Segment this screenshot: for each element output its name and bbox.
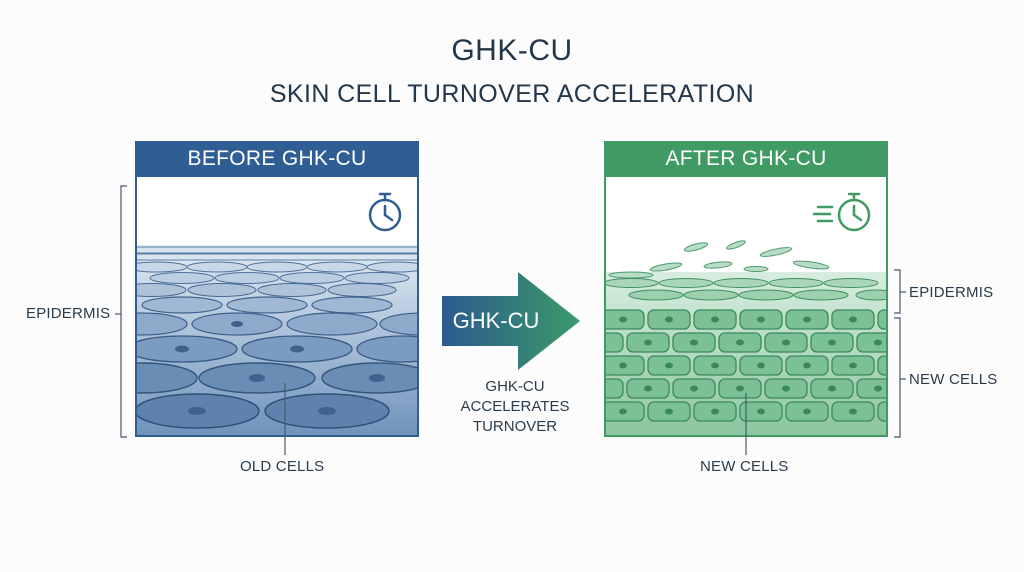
cell-nucleus [644,339,652,346]
after-panel [580,177,921,437]
cell-nucleus [711,316,719,323]
cell-nucleus [711,408,719,415]
cell-nucleus [874,385,882,392]
cell-nucleus [665,316,673,323]
cell-nucleus [665,408,673,415]
arrow-caption-line: GHK-CU [485,378,545,395]
page-subtitle: SKIN CELL TURNOVER ACCELERATION [269,80,755,108]
cell-nucleus [803,316,811,323]
before-epidermis-bracket [115,185,127,438]
cell-nucleus [782,339,790,346]
cell-nucleus [782,385,790,392]
cell-nucleus [736,385,744,392]
before-epidermis-label: EPIDERMIS [26,305,111,322]
fast-stopwatch-icon [812,192,871,232]
cell-nucleus [711,362,719,369]
cell-nucleus [757,316,765,323]
cell-nucleus [874,339,882,346]
cell-nucleus [757,362,765,369]
cell-nucleus [736,339,744,346]
new-cells-label: NEW CELLS [700,458,789,475]
cell-nucleus [619,408,627,415]
arrow-label: GHK-CU [452,308,540,333]
cell-nucleus [828,339,836,346]
cell-nucleus [757,408,765,415]
before-panel-header: BEFORE GHK-CU [135,141,419,177]
stopwatch-icon [368,192,402,232]
cell-nucleus [849,316,857,323]
after-epidermis-label: EPIDERMIS [909,284,994,301]
cell-nucleus [644,385,652,392]
old-cells-label: OLD CELLS [240,458,325,475]
cell-nucleus [690,385,698,392]
cell-nucleus [828,385,836,392]
arrow-caption-line: TURNOVER [472,418,558,435]
cell-nucleus [803,362,811,369]
after-new-cells-side-label: NEW CELLS [909,371,998,388]
cell-nucleus [619,362,627,369]
cell-nucleus [690,339,698,346]
cell-nucleus [665,362,673,369]
after-new-cells-bracket [894,317,906,438]
cell-nucleus [849,408,857,415]
after-panel-header: AFTER GHK-CU [604,141,888,177]
page-title: GHK-CU [451,34,573,67]
arrow-caption: GHK-CU ACCELERATES TURNOVER [440,377,590,437]
cell-nucleus [803,408,811,415]
after-epidermis-bracket [894,269,906,314]
transition-arrow [442,272,580,370]
arrow-caption-line: ACCELERATES [460,398,570,415]
new-skin-cells-illustration [580,192,921,435]
cell-nucleus [849,362,857,369]
cell-nucleus [619,316,627,323]
